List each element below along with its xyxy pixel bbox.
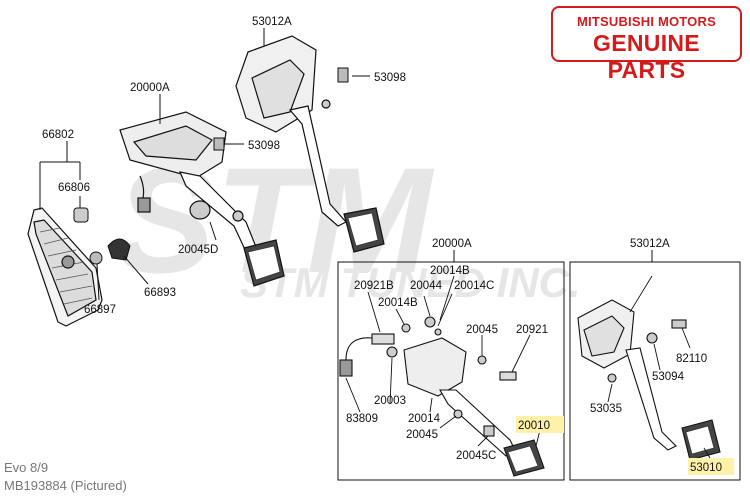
box2-assembly [577,299,721,461]
label-20000A-top: 20000A [130,82,170,94]
brake-pedal-assembly [235,35,385,253]
label-20003: 20003 [374,395,406,407]
label-66893: 66893 [144,287,176,299]
bolt-53098-mid [213,137,225,151]
label-53035: 53035 [590,403,622,415]
label-20045D: 20045D [178,244,218,256]
label-20045-a: 20045 [466,324,498,336]
label-53098-top: 53098 [374,72,406,84]
label-20014: 20014 [408,413,441,425]
box1-assembly [339,316,545,477]
label-53098-mid: 53098 [248,140,280,152]
label-20045-b: 20045 [406,429,438,441]
label-box2-title: 53012A [630,238,670,250]
footer-part-number: MB193884 (Pictured) [4,478,127,493]
highlight-20010 [516,416,564,433]
label-20044: 20044 [410,280,443,292]
detail-box-20000A [337,261,565,481]
pedal-pad-66802 [27,207,103,327]
label-20014B-a: 20014B [430,265,470,277]
badge-brand-line: MITSUBISHI MOTORS [577,14,716,29]
bolt-53098-top [337,67,349,83]
part-66893 [107,238,131,261]
label-20010: 20010 [518,420,550,432]
label-82110: 82110 [676,353,707,365]
label-53010: 53010 [690,462,722,474]
label-66802: 66802 [42,129,74,141]
label-20045C: 20045C [456,450,496,462]
label-66897: 66897 [84,304,116,316]
label-20921B: 20921B [354,280,394,292]
footer-model: Evo 8/9 [4,460,49,475]
label-20014B-b: 20014B [378,297,418,309]
highlight-53010 [688,458,734,475]
label-20014C: 20014C [454,280,494,292]
clutch-pedal-assembly [119,111,285,287]
part-labels: 53012A 53098 20000A 53098 66802 66806 20… [42,16,722,474]
label-20921: 20921 [516,324,548,336]
leader-66802 [39,141,81,210]
label-box1-title: 20000A [432,238,472,250]
label-83809: 83809 [346,413,378,425]
label-66806: 66806 [58,182,90,194]
detail-box-53012A [569,261,741,481]
watermark-small: STM TUNED INC. [240,259,581,306]
part-66897 [89,251,103,265]
label-53012A-top: 53012A [252,16,292,28]
genuine-parts-badge: MITSUBISHI MOTORS GENUINE PARTS [551,6,742,83]
badge-genuine-line: GENUINE PARTS [593,30,700,83]
label-53094: 53094 [652,371,685,383]
part-66806 [73,207,89,223]
